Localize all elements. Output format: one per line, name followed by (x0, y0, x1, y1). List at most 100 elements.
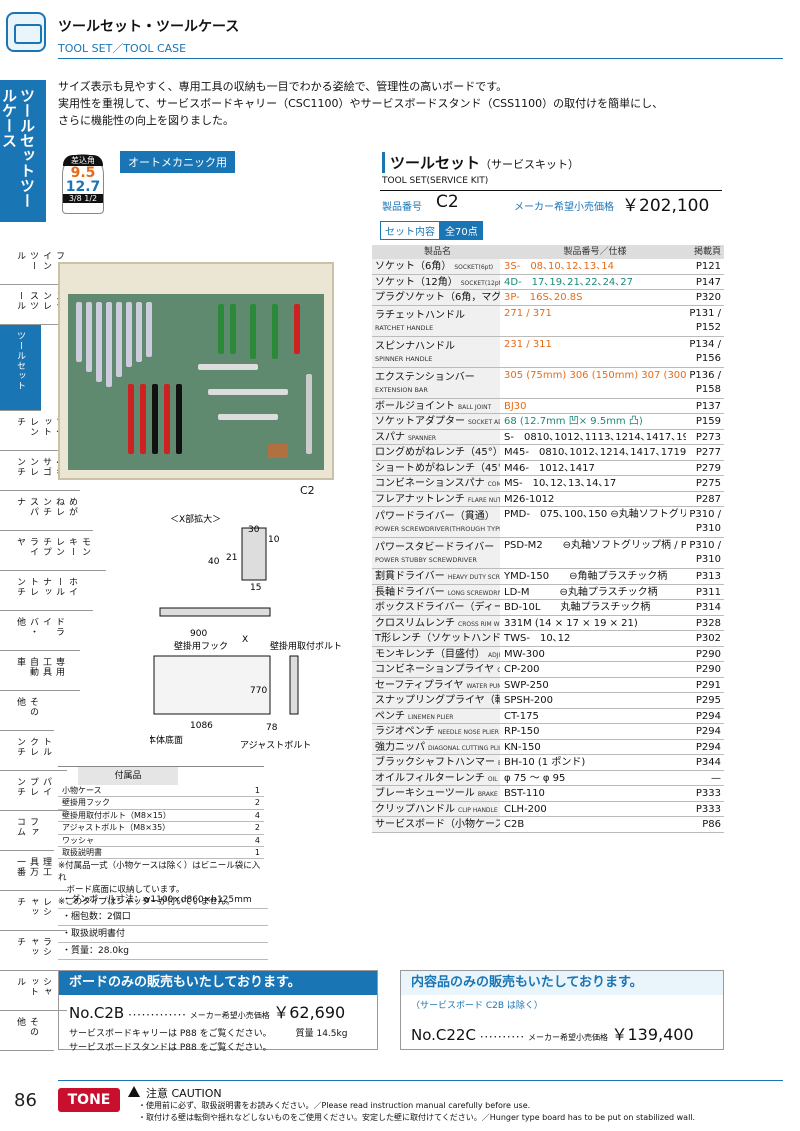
sidebar: ファインツールステンレスツールツールセットソケットレンチヘキサゴンレンチめがねレ… (0, 245, 106, 1051)
sidebar-item[interactable]: ドライバ・他 (0, 611, 80, 651)
item-name-en: POWER STUBBY SCREWDRIVER (375, 556, 477, 564)
badge-size-a: 9.5 (70, 165, 96, 181)
box-heading: 内容品のみの販売もいたしております。 (401, 971, 723, 995)
sidebar-item[interactable]: ツールセット (0, 325, 41, 411)
item-page: P310 / P310 (689, 540, 721, 565)
badge-size-b: 12.7 (65, 179, 101, 195)
item-code: M45- 0810､1012､1214､1417､1719､2224 (504, 447, 686, 458)
accessory-name: 壁掛用取付ボルト（M8×15） (62, 810, 171, 820)
item-page: P159 (695, 416, 721, 427)
wrench-shape (136, 302, 142, 362)
contents-only-box: 内容品のみの販売もいたしております。 （サービスボード C2B は除く） No.… (400, 970, 724, 1050)
sidebar-item[interactable]: 専用工具自動車 (0, 651, 80, 691)
sidebar-item[interactable]: ファコム (0, 811, 54, 851)
sidebar-item[interactable]: モンキーレンチプライヤ (0, 531, 106, 571)
sidebar-item[interactable]: めがねレンチスパナ (0, 491, 93, 531)
item-name-en: POWER SCREWDRIVER(THROUGH TYPE) (375, 525, 500, 533)
item-name: コンビネーションスパナ (375, 478, 485, 489)
item-name: ラチェットハンドル (375, 309, 465, 321)
item-page: — (711, 772, 721, 784)
sidebar-item[interactable]: ホイールナットレンチ (0, 571, 93, 611)
accessory-qty: 1 (254, 847, 260, 857)
box-note: サービスボードキャリーは P88 をご覧ください。質量 14.5kg (59, 1027, 377, 1041)
box-weight: 質量 14.5kg (295, 1029, 348, 1039)
table-header: 製品名 製品番号／仕様 掲載頁 (372, 245, 724, 259)
hook-label: 壁掛用フック (174, 640, 228, 652)
item-page: P134 / P156 (689, 338, 721, 364)
sidebar-item[interactable]: その他 (0, 1011, 54, 1051)
item-name-cell: スナップリングプライヤ（軸・穴兼用）SNAP RING PLIER (372, 693, 500, 708)
item-code: 3P- 16S､20.8S (504, 292, 583, 303)
top-view-board (159, 607, 271, 617)
box-dots: ･･････････ (479, 1033, 525, 1043)
dimension-diagram: ＜X部拡大＞ 30 10 40 21 15 900 壁掛用フック X 壁掛用取付… (150, 513, 342, 751)
item-name-en: BALL PEEN HAMMER (498, 760, 500, 767)
item-name-en: OIL FILTER WRENCH (487, 775, 500, 783)
contents-label: セット内容 (380, 221, 440, 240)
item-name: ソケット（6角） (375, 261, 452, 272)
item-name-en: SOCKET(12pt) (460, 279, 500, 287)
item-name-en: BALL JOINT (458, 403, 492, 411)
item-name: フレアナットレンチ (375, 493, 465, 505)
item-page: P311 (695, 586, 721, 598)
wrench-shape (146, 302, 152, 357)
sidebar-item[interactable]: ファインツール (0, 245, 80, 285)
wrench-shape (106, 302, 112, 387)
sidebar-item[interactable]: 理工具万一番 (0, 851, 67, 891)
dim-30: 30 (248, 525, 260, 535)
item-name: スナップリングプライヤ（軸・穴兼用） (375, 695, 500, 706)
item-code: 231 / 311 (504, 338, 552, 350)
accessory-name: ワッシャ (62, 835, 94, 845)
table-row: ショートめがねレンチ（45°）SHORT OFFSET WRENCHM46- 1… (372, 460, 724, 476)
col-header: 製品番号／仕様 (563, 247, 627, 257)
item-name: 強力ニッパ (375, 741, 425, 753)
item-page: P333 (695, 803, 721, 815)
table-row: パワードライバー（貫通）POWER SCREWDRIVER(THROUGH TY… (372, 507, 724, 538)
item-page: P279 (695, 462, 721, 474)
sidebar-item[interactable]: トルクレンチ (0, 731, 67, 771)
item-page: P121 (695, 261, 721, 272)
item-name-en: SPANNER (408, 434, 437, 442)
sidebar-item[interactable]: レシャッチ (0, 891, 67, 931)
dim-21: 21 (226, 553, 237, 563)
item-page: P291 (695, 679, 721, 691)
active-category-tab[interactable]: ツールセットツールケース (0, 80, 46, 222)
item-name: ソケット（12角） (375, 276, 458, 288)
item-code: YMD-150 ⊖角軸プラスチック柄 (504, 571, 668, 582)
item-code: M46- 1012､1417 (504, 462, 595, 474)
item-code: MS- 10､12､13､14､17 (504, 478, 617, 489)
item-code: CT-175 (504, 710, 539, 722)
product-id: C2 (436, 192, 459, 212)
sidebar-item[interactable]: パイプレンチ (0, 771, 67, 811)
accessory-qty: 4 (254, 835, 260, 845)
item-page: P137 (695, 400, 721, 412)
accessory-row: アジャストボルト（M8×35）2 (58, 822, 264, 835)
item-name: オイルフィルターレンチ (375, 772, 485, 784)
sidebar-item[interactable]: その他 (0, 691, 54, 731)
item-page: P344 (695, 757, 721, 768)
item-code: MW-300 (504, 648, 545, 660)
set-title: ツールセット（サービスキット） (382, 152, 579, 173)
item-name-en: LINEMEN PLIER (408, 713, 454, 721)
item-name: クロスリムレンチ (375, 617, 455, 629)
sidebar-item[interactable]: ラシャッチ (0, 931, 67, 971)
item-name-en: DIAGONAL CUTTING PLIER (428, 744, 500, 752)
item-name-en: SPINNER HANDLE (375, 354, 433, 363)
sidebar-item[interactable]: シャットル (0, 971, 67, 1011)
item-page: P147 (695, 276, 721, 288)
contents-count: 全70点 (440, 221, 483, 240)
adjust-bolt-label: アジャストボルト (240, 740, 311, 751)
box-price: ￥139,400 (611, 1025, 694, 1044)
